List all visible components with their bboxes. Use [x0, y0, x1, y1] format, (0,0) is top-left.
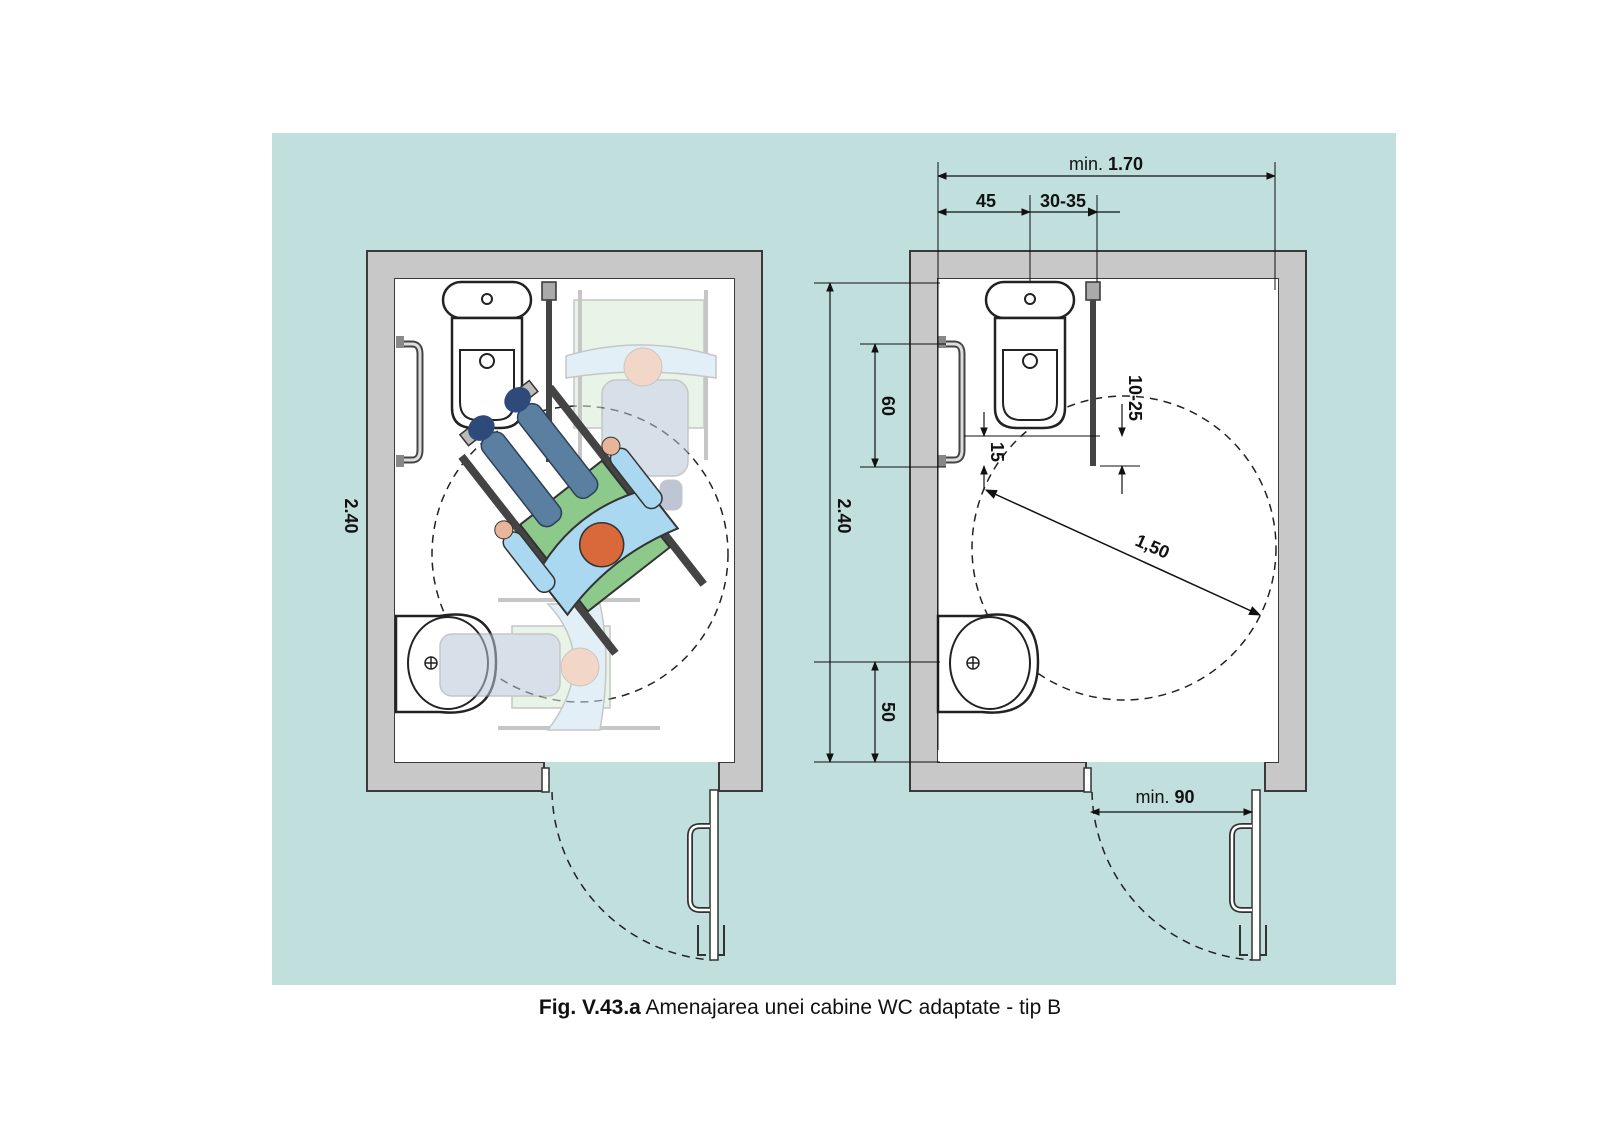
door-icon — [541, 767, 725, 961]
grab-bar-offset-label: 15 — [987, 442, 1007, 462]
door-width-label-value: 90 — [1174, 787, 1194, 807]
wheelchair-user-ghost-bottom — [439, 598, 660, 731]
width-label: min. 1.70 — [1069, 154, 1143, 174]
door-width-label: min. 90 — [1135, 787, 1194, 807]
bar-gap-label: 10-25 — [1125, 375, 1145, 421]
door-icon — [1083, 767, 1267, 961]
sink-label: 50 — [878, 702, 898, 722]
right-height-label: 2.40 — [834, 498, 854, 533]
width-label-value: 1.70 — [1108, 154, 1143, 174]
left-height-label: 2.40 — [341, 498, 361, 533]
caption-text: Amenajarea unei cabine WC adaptate - tip… — [640, 996, 1062, 1019]
figure-caption: Fig. V.43.a Amenajarea unei cabine WC ad… — [0, 996, 1600, 1020]
partition-bar — [1085, 281, 1101, 301]
toilet-bar-label: 30-35 — [1040, 191, 1086, 211]
grab-bar-label: 60 — [878, 396, 898, 416]
door-width-label-prefix: min. — [1135, 787, 1174, 807]
toilet-icon — [984, 280, 1076, 430]
partition-bar — [541, 281, 557, 301]
caption-figure-id: Fig. V.43.a — [538, 996, 641, 1019]
grab-bar-icon — [396, 336, 424, 467]
right-turning-circle — [971, 395, 1277, 701]
width-label-prefix: min. — [1069, 154, 1108, 174]
wheelchair-user-icon — [458, 379, 707, 656]
right-plan: 1,50 — [814, 154, 1307, 961]
left-plan: 2.40 — [341, 250, 763, 961]
left-turning-circle — [431, 405, 729, 703]
turning-circle-diameter — [984, 489, 1262, 616]
sink-icon — [936, 613, 1040, 714]
toilet-axis-label: 45 — [976, 191, 996, 211]
grab-bar-icon — [938, 336, 966, 467]
